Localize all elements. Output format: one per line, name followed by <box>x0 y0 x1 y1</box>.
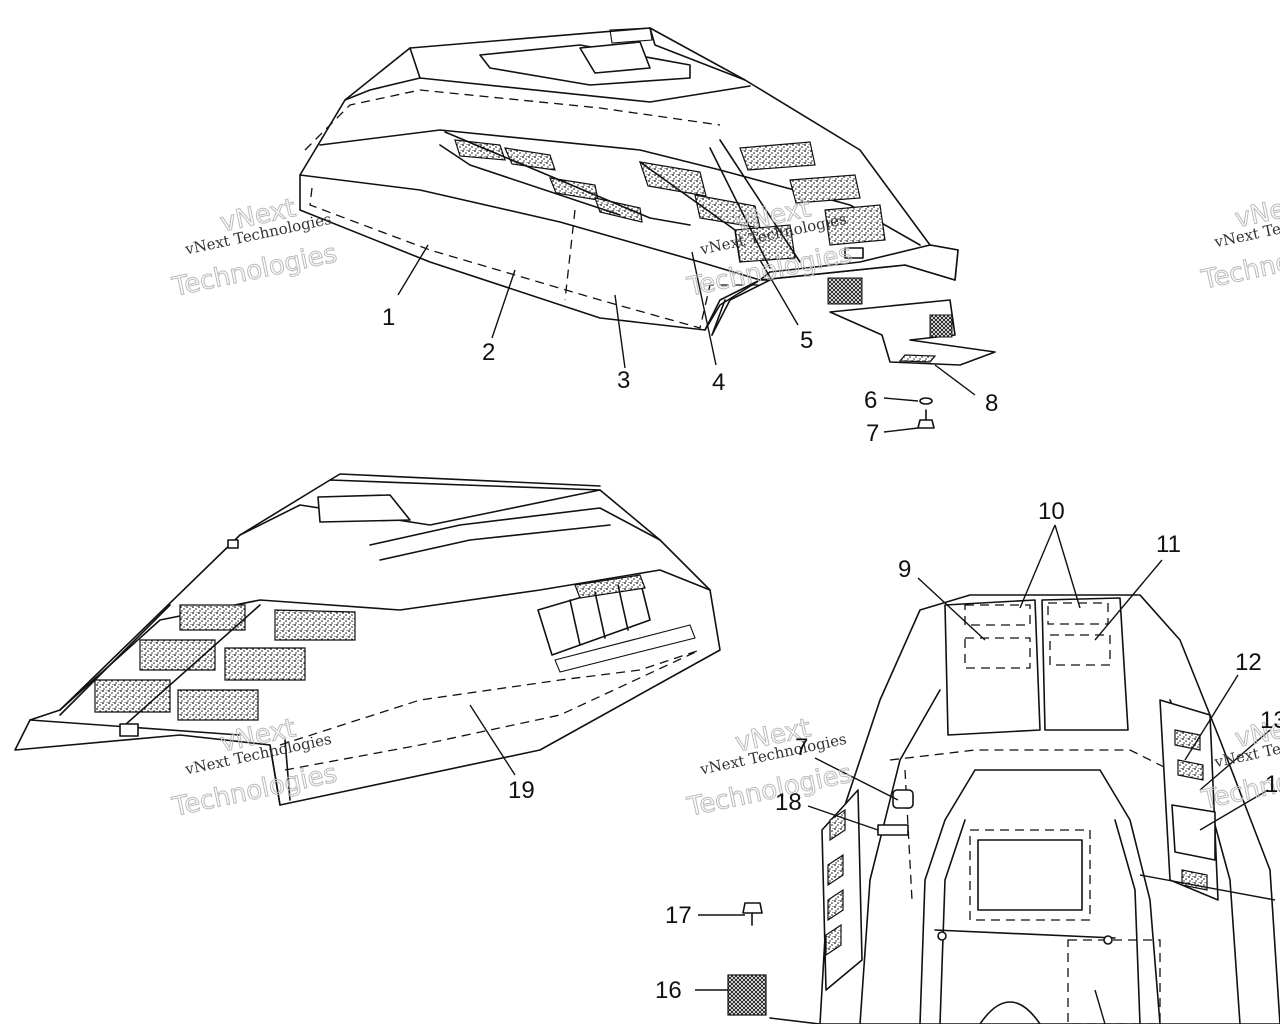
hood-top-view <box>299 27 996 429</box>
callout-12-lower: 12 <box>1265 771 1280 798</box>
leader-lines <box>397 244 1276 1024</box>
hood-rear-view <box>14 473 721 806</box>
callout-2: 2 <box>482 339 495 366</box>
callout-8: 8 <box>985 390 998 417</box>
callout-1: 1 <box>382 304 395 331</box>
watermark-group-3: vNext vNext Technologies Technologies <box>1198 189 1280 297</box>
hood-underside-view <box>727 594 1280 1024</box>
callout-6: 6 <box>864 387 877 414</box>
callout-17: 17 <box>665 902 692 929</box>
callout-16: 16 <box>655 977 682 1004</box>
watermark-group-5: vNext vNext Technologies Technologies <box>684 713 856 824</box>
callout-18: 18 <box>775 789 802 816</box>
callout-13: 13 <box>1260 707 1280 734</box>
callout-5: 5 <box>800 327 813 354</box>
callout-10: 10 <box>1038 498 1065 525</box>
callout-12: 12 <box>1235 649 1262 676</box>
callout-3: 3 <box>617 367 630 394</box>
callout-4: 4 <box>712 369 725 396</box>
callout-7-bottom: 7 <box>795 734 808 761</box>
callout-9: 9 <box>898 556 911 583</box>
callout-19: 19 <box>508 777 535 804</box>
callout-11: 11 <box>1156 531 1181 558</box>
callout-labels: 1 2 3 4 5 6 7 8 9 10 11 12 13 7 18 17 16… <box>382 304 1280 1004</box>
callout-7-top: 7 <box>866 420 879 447</box>
